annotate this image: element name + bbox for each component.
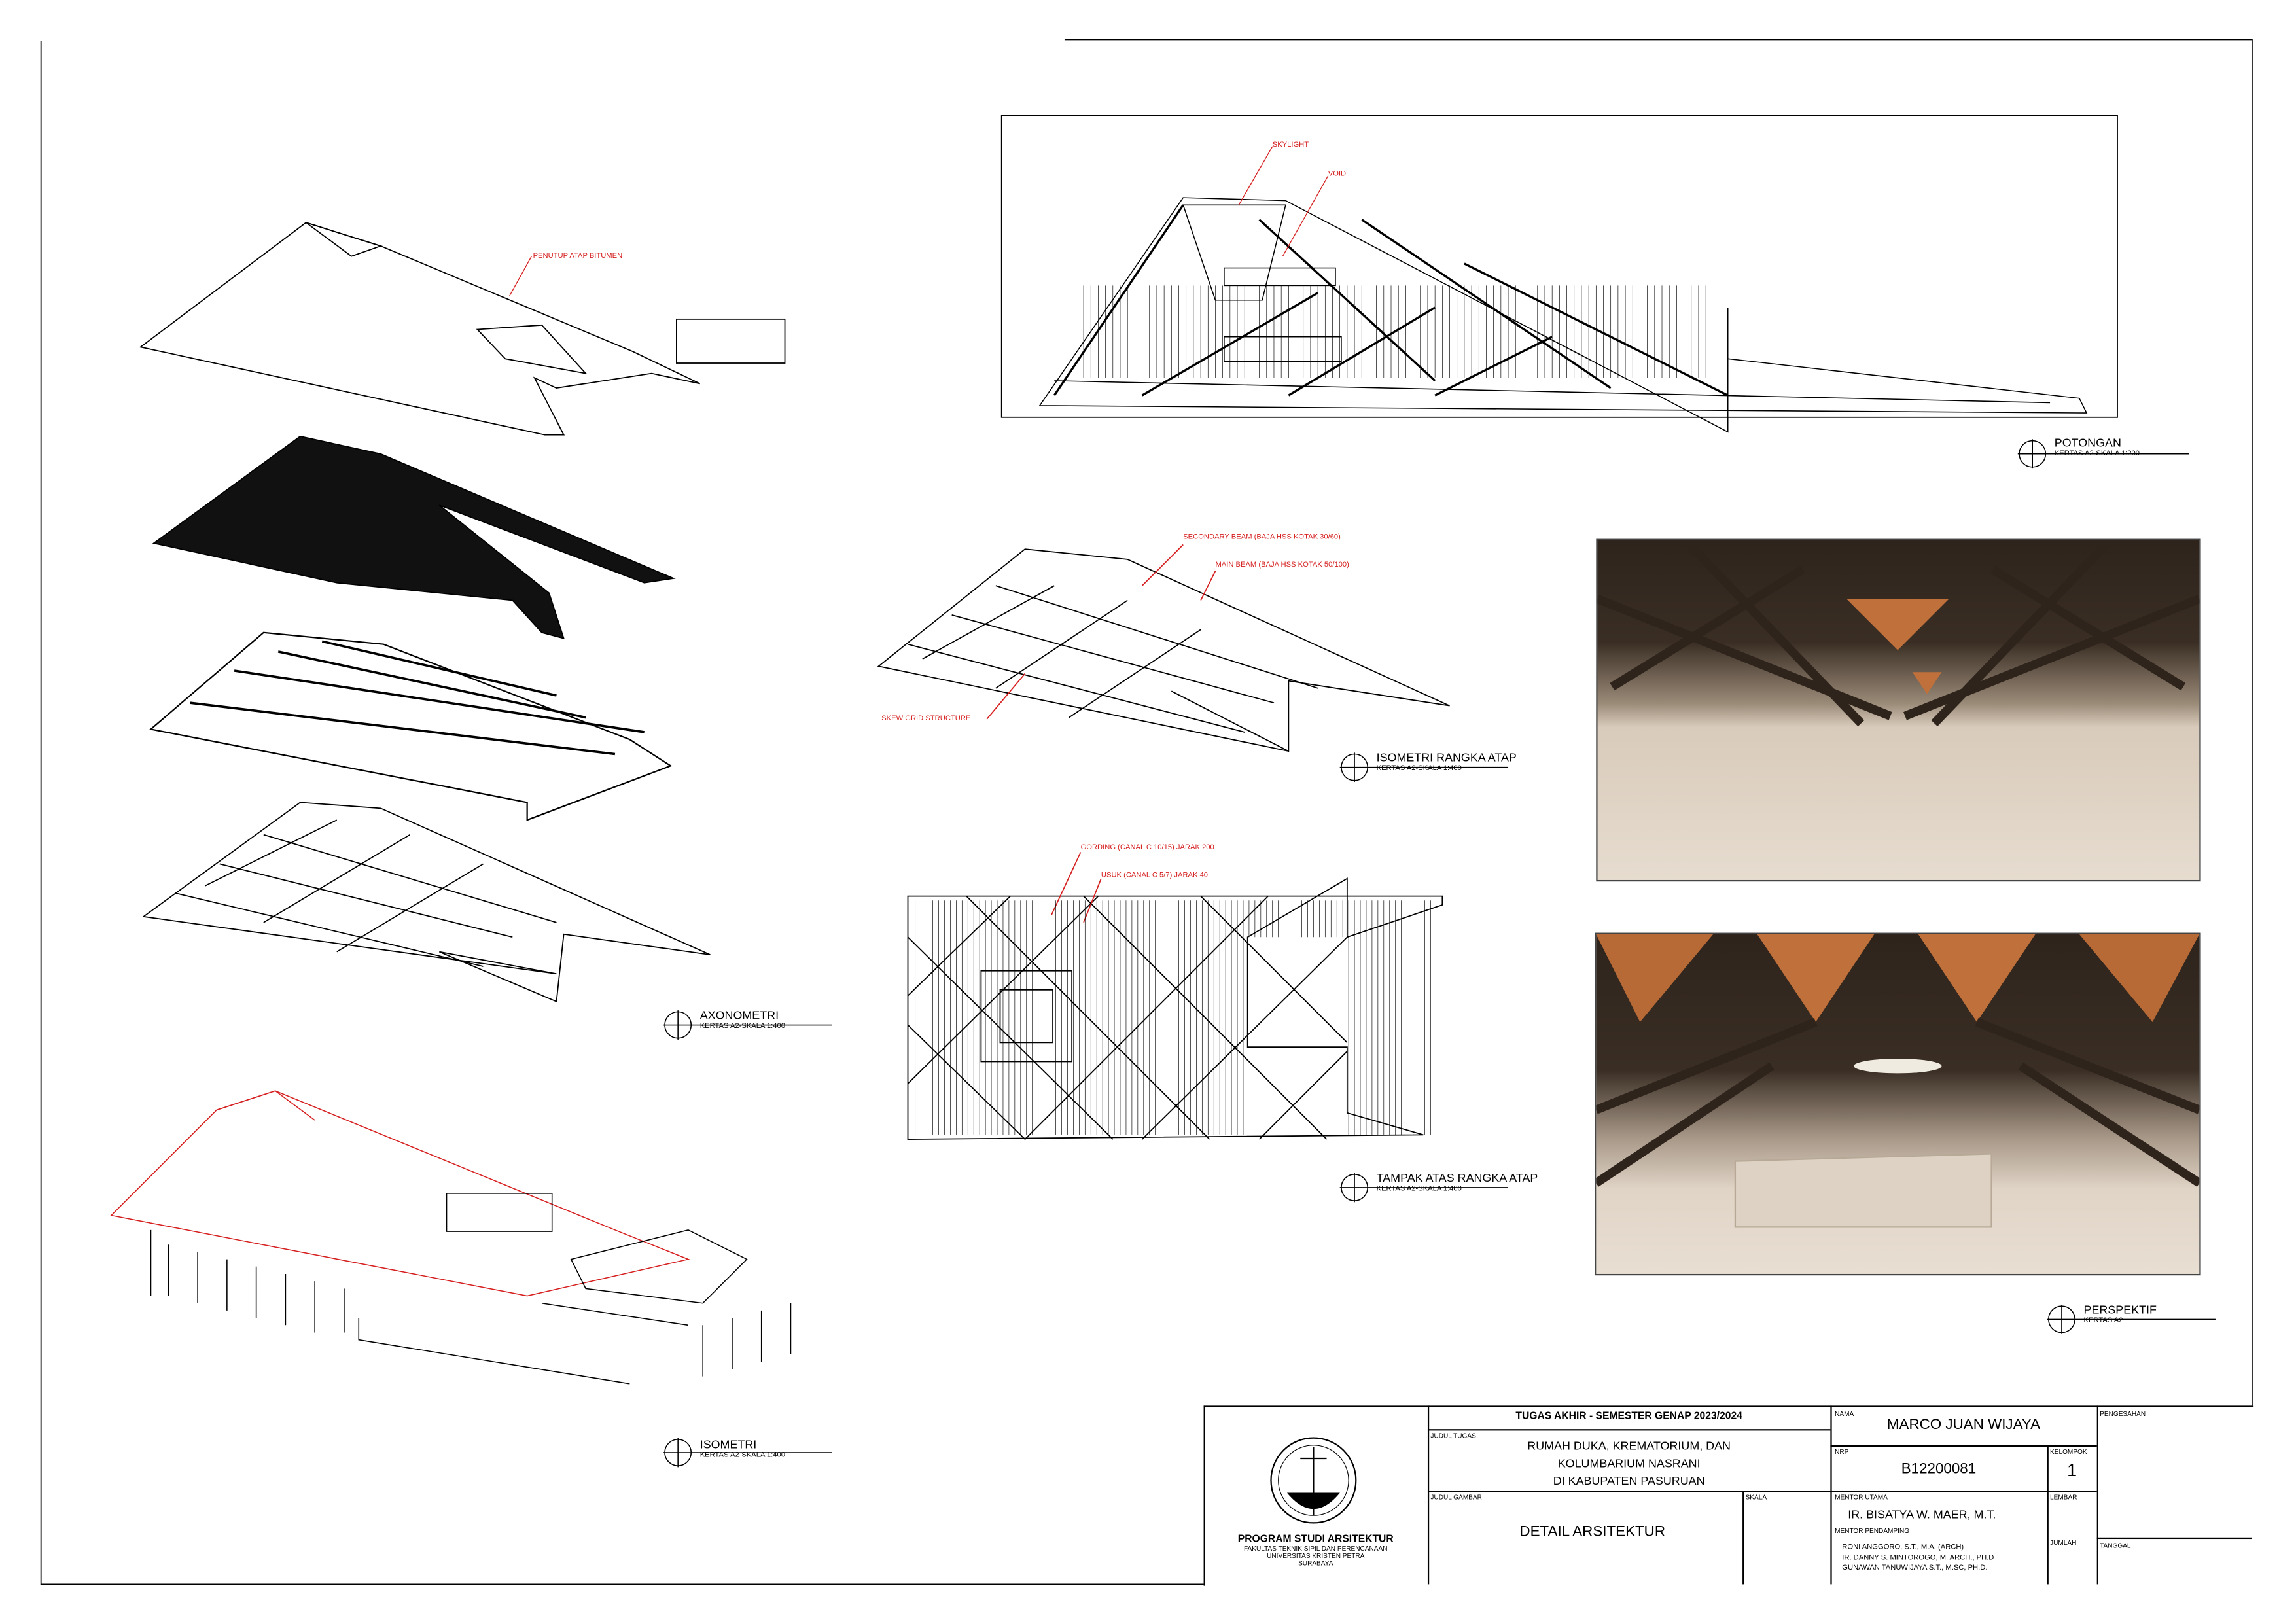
- isometri-rangka-drawing: [877, 544, 1450, 752]
- roof-purlins-drawing: [149, 631, 673, 821]
- view-markers: [663, 439, 2216, 1468]
- grid-beam: [1434, 336, 1553, 397]
- grid-beam: [1141, 292, 1318, 397]
- annotation-penutup: PENUTUP ATAP BITUMEN: [533, 251, 623, 261]
- mentor-utama-label: MENTOR UTAMA: [1835, 1493, 1888, 1501]
- render-2-structure: [1596, 934, 2200, 1228]
- roof-rafters-drawing: [152, 435, 676, 640]
- render-1-structure: [1597, 540, 2200, 727]
- judul-tugas-label: JUDUL TUGAS: [1430, 1432, 1476, 1439]
- perspective-render-2: [1595, 932, 2201, 1276]
- grid-beam: [1464, 262, 1729, 397]
- university-logo: [1270, 1437, 1357, 1524]
- roof-cover-drawing: [139, 222, 786, 436]
- potongan-drawing: [1038, 197, 2088, 433]
- mentor-pendamping: RONI ANGGORO, S.T., M.A. (ARCH) IR. DANN…: [1842, 1543, 1994, 1573]
- axonometri-frame-drawing: [141, 802, 711, 1003]
- perspective-render-1: [1596, 538, 2201, 882]
- mentor-utama: IR. BISATYA W. MAER, M.T.: [1848, 1508, 1996, 1522]
- judul-tugas: RUMAH DUKA, KREMATORIUM, DAN KOLUMBARIUM…: [1527, 1439, 1731, 1488]
- annotation-usuk: USUK (CANAL C 5/7) JARAK 40: [1101, 871, 1209, 880]
- annotation-gording: GORDING (CANAL C 10/15) JARAK 200: [1080, 843, 1214, 853]
- title-block: [1203, 1405, 2254, 1586]
- grid-beam: [1053, 204, 1184, 397]
- annotation-skew-grid: SKEW GRID STRUCTURE: [881, 715, 971, 724]
- pengesahan-label: PENGESAHAN: [2100, 1410, 2146, 1418]
- annotation-skylight: SKYLIGHT: [1272, 140, 1309, 150]
- grid-beam: [1288, 306, 1436, 397]
- course-title: TUGAS AKHIR - SEMESTER GENAP 2023/2024: [1515, 1411, 1742, 1422]
- nama-label: NAMA: [1835, 1410, 1854, 1418]
- kelompok-value: 1: [2067, 1460, 2077, 1481]
- potongan-frame: [1000, 115, 2118, 418]
- grid-beam: [1361, 219, 1612, 389]
- lembar-label: LEMBAR: [2050, 1493, 2077, 1501]
- kelompok-label: KELOMPOK: [2050, 1448, 2087, 1456]
- judul-gambar-label: JUDUL GAMBAR: [1430, 1493, 1482, 1501]
- sheet-frame: [40, 41, 1204, 1585]
- annotation-void: VOID: [1328, 169, 1347, 179]
- tampak-atas-drawing: [907, 852, 1443, 1140]
- student-name: MARCO JUAN WIJAYA: [1886, 1417, 2041, 1434]
- jumlah-label: JUMLAH: [2050, 1539, 2077, 1547]
- mentor-pendamping-label: MENTOR PENDAMPING: [1835, 1527, 1910, 1535]
- skala-label: SKALA: [1745, 1493, 1767, 1501]
- annotation-main-beam: MAIN BEAM (BAJA HSS KOTAK 50/100): [1215, 561, 1349, 570]
- judul-gambar: DETAIL ARSITEKTUR: [1519, 1524, 1666, 1541]
- nrp-value: B12200081: [1901, 1461, 1977, 1478]
- isometri-building-drawing: [110, 1090, 792, 1385]
- school-info: PROGRAM STUDI ARSITEKTUR FAKULTAS TEKNIK…: [1237, 1534, 1394, 1567]
- tanggal-label: TANGGAL: [2100, 1542, 2131, 1549]
- nrp-label: NRP: [1835, 1448, 1849, 1456]
- annotation-secondary-beam: SECONDARY BEAM (BAJA HSS KOTAK 30/60): [1183, 533, 1341, 542]
